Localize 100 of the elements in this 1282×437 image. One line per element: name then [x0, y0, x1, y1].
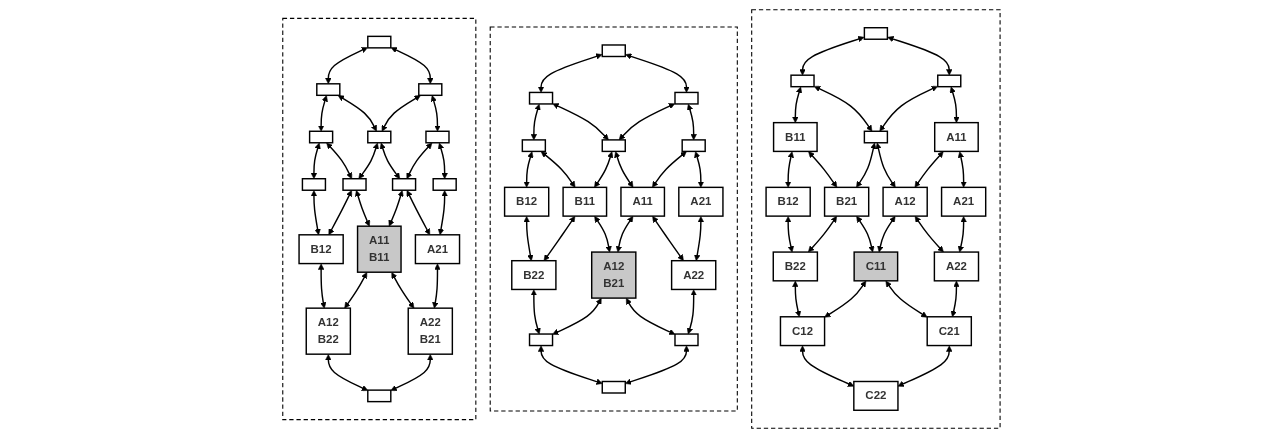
arrow	[618, 102, 675, 140]
node-box	[424, 130, 450, 143]
node-box: B12	[297, 233, 344, 264]
node-box	[341, 177, 367, 191]
arrow	[523, 150, 533, 188]
cluster	[750, 8, 1001, 429]
node-box: C22	[852, 380, 899, 411]
node-box: A21	[940, 186, 986, 217]
arrow	[949, 86, 960, 123]
arrow	[406, 142, 432, 179]
arrow	[530, 103, 541, 140]
arrow	[328, 189, 352, 235]
arrow	[615, 215, 633, 252]
node-box: A11	[933, 121, 979, 152]
arrow	[430, 94, 441, 132]
node-box: B22	[510, 259, 557, 290]
node-box: A12	[881, 186, 928, 217]
arrow	[391, 271, 414, 308]
arrow	[343, 271, 367, 308]
node-box	[366, 388, 392, 402]
node-box	[366, 35, 392, 49]
arrow	[693, 150, 704, 188]
arrow	[593, 215, 612, 252]
arrow	[379, 142, 400, 179]
arrow	[337, 94, 377, 132]
node-box: A21	[414, 233, 460, 264]
node-box: B11	[561, 186, 607, 217]
node-box	[528, 332, 553, 346]
arrow	[784, 150, 794, 188]
node-box	[417, 82, 443, 96]
node-box	[301, 177, 326, 191]
node-box: A21	[677, 186, 724, 217]
arrow	[686, 288, 697, 334]
arrow	[437, 189, 448, 235]
node-box: B12	[503, 186, 549, 217]
arrow	[855, 142, 876, 188]
node-box: B21	[823, 186, 869, 217]
arrow	[537, 345, 603, 385]
node-box: A12 B21	[590, 250, 637, 299]
arrow	[855, 215, 875, 252]
node-box: A11 B11	[356, 224, 402, 273]
node-box	[673, 91, 699, 105]
arrow	[625, 297, 675, 335]
node-box	[528, 91, 553, 105]
arrow	[651, 150, 687, 188]
arrow	[543, 215, 575, 261]
node-box	[936, 73, 962, 87]
arrow	[957, 215, 967, 252]
arrow	[791, 86, 802, 123]
node-box: B12	[764, 186, 811, 217]
node-box: C12	[779, 315, 825, 346]
arrow	[537, 52, 602, 93]
node-box: A12 B22	[305, 306, 351, 355]
arrow	[798, 35, 864, 75]
arrow	[879, 85, 938, 132]
arrow	[914, 215, 944, 252]
arrow	[798, 345, 854, 387]
arrow	[886, 35, 952, 75]
arrow	[310, 189, 321, 235]
arrow	[551, 297, 602, 335]
node-box	[601, 380, 626, 394]
node-box: B22	[772, 250, 818, 282]
arrow	[823, 280, 866, 318]
arrow	[651, 215, 684, 261]
arrow	[552, 102, 609, 140]
node-box	[601, 138, 626, 152]
node-box	[863, 26, 888, 40]
node-box	[391, 177, 416, 191]
node-box	[863, 130, 888, 143]
cluster	[281, 17, 476, 420]
arrow	[686, 103, 697, 140]
arrow	[897, 345, 952, 387]
arrow	[431, 263, 441, 308]
arrow	[791, 280, 801, 317]
arrow	[540, 150, 575, 188]
arrow	[530, 288, 541, 334]
node-box: A11	[619, 186, 665, 217]
arrow	[957, 150, 967, 188]
arrow	[388, 189, 404, 226]
arrow	[950, 280, 960, 317]
arrow	[613, 150, 633, 188]
node-box: B11	[772, 121, 818, 152]
arrow	[807, 215, 837, 252]
arrow	[390, 46, 434, 84]
arrow	[324, 46, 368, 84]
arrow	[874, 142, 896, 188]
arrow	[807, 150, 837, 188]
arrow	[325, 142, 352, 179]
arrow	[813, 85, 872, 132]
arrow	[317, 263, 326, 308]
node-box	[521, 138, 546, 152]
node-box: A22	[933, 250, 979, 282]
arrow	[624, 345, 690, 385]
node-box	[315, 82, 341, 96]
arrow	[324, 353, 368, 391]
arrow	[885, 280, 928, 318]
arrow	[914, 150, 944, 188]
arrow	[876, 215, 896, 252]
node-box	[366, 130, 392, 143]
node-box	[673, 332, 699, 346]
